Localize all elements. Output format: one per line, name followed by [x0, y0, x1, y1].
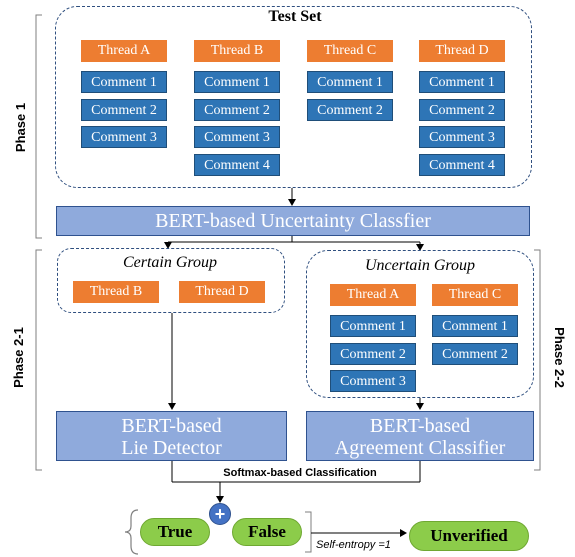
unverified-pill: Unverified	[409, 521, 529, 551]
uncertain-group	[306, 250, 534, 398]
uncertain-group-title: Uncertain Group	[364, 257, 476, 274]
phase21-label: Phase 2-1	[10, 327, 26, 388]
comment: Comment 3	[330, 370, 416, 392]
false-pill: False	[232, 518, 302, 546]
thread-a: Thread A	[81, 40, 167, 62]
self-entropy-label: Self-entropy =1	[316, 539, 391, 551]
comment: Comment 1	[330, 315, 416, 337]
comment: Comment 3	[419, 126, 505, 148]
comment: Comment 2	[419, 99, 505, 121]
comment: Comment 1	[307, 71, 393, 93]
left-brace	[124, 509, 139, 555]
lie-detector-line1: BERT-based	[121, 415, 222, 437]
uncertain-thread-a: Thread A	[330, 284, 416, 306]
uncertainty-classifier: BERT-based Uncertainty Classfier	[56, 206, 530, 236]
phase21-bracket	[35, 249, 42, 471]
comment: Comment 4	[419, 154, 505, 176]
agreement-classifier: BERT-based Agreement Classifier	[306, 411, 534, 461]
right-bracket	[305, 511, 312, 553]
thread-b: Thread B	[194, 40, 280, 62]
phase1-bracket	[35, 14, 42, 239]
comment: Comment 2	[330, 343, 416, 365]
comment: Comment 3	[194, 126, 280, 148]
agreement-classifier-line1: BERT-based	[369, 415, 471, 437]
test-set-title: Test Set	[268, 8, 322, 25]
softmax-label: Softmax-based Classification	[223, 467, 377, 479]
lie-detector-line2: Lie Detector	[121, 437, 222, 459]
thread-c: Thread C	[307, 40, 393, 62]
phase22-bracket	[534, 249, 541, 471]
test-set-group	[55, 6, 532, 188]
certain-thread-b: Thread B	[73, 281, 159, 303]
comment: Comment 2	[432, 343, 518, 365]
phase22-label: Phase 2-2	[551, 327, 567, 388]
comment: Comment 1	[432, 315, 518, 337]
plus-icon: +	[209, 503, 231, 525]
certain-group-title: Certain Group	[122, 254, 218, 271]
comment: Comment 1	[419, 71, 505, 93]
uncertain-thread-c: Thread C	[432, 284, 518, 306]
comment: Comment 2	[81, 99, 167, 121]
phase1-label: Phase 1	[13, 102, 29, 153]
lie-detector: BERT-based Lie Detector	[56, 411, 287, 461]
comment: Comment 2	[194, 99, 280, 121]
comment: Comment 1	[81, 71, 167, 93]
comment: Comment 4	[194, 154, 280, 176]
comment: Comment 2	[307, 99, 393, 121]
certain-group	[57, 248, 285, 313]
true-pill: True	[140, 518, 210, 546]
comment: Comment 1	[194, 71, 280, 93]
comment: Comment 3	[81, 126, 167, 148]
certain-thread-d: Thread D	[179, 281, 265, 303]
agreement-classifier-line2: Agreement Classifier	[334, 437, 506, 459]
thread-d: Thread D	[419, 40, 505, 62]
